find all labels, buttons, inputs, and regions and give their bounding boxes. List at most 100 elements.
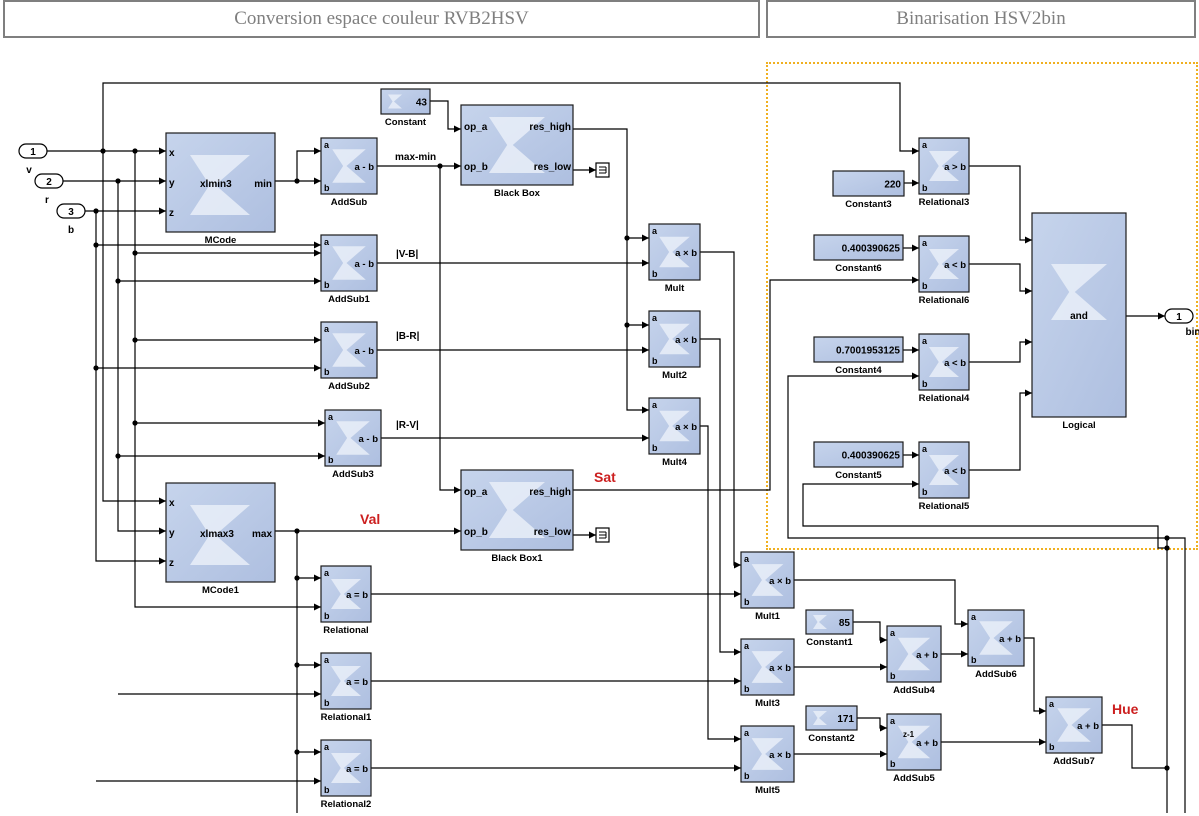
xilinx-logo-icon (331, 753, 361, 783)
operator-label: a - b (354, 259, 374, 270)
constant-value-label: 220 (884, 180, 901, 191)
port-a-label: a (890, 716, 896, 726)
block-name-label: MCode (205, 235, 237, 246)
inport-1[interactable]: 1v (18, 143, 48, 176)
port-a-label: a (652, 313, 658, 323)
port-b-label: b (890, 671, 896, 681)
junction-dot (294, 178, 300, 184)
block-name-label: Mult4 (662, 457, 688, 468)
inport-3[interactable]: 3b (56, 203, 86, 236)
port-label: op_b (464, 527, 488, 538)
section-title-rvb2hsv: Conversion espace couleur RVB2HSV (3, 0, 760, 38)
block-body (740, 638, 795, 696)
constant2-block[interactable]: Constant2 171 (805, 705, 858, 744)
operator-label: a × b (769, 750, 791, 761)
block-name-label: Relational6 (919, 295, 970, 306)
port-a-label: a (890, 628, 896, 638)
block-name-label: Mult5 (755, 785, 781, 796)
port-label: x (169, 148, 175, 159)
port-label: res_low (534, 527, 571, 538)
block-body (648, 310, 701, 368)
delay-label: z-1 (903, 730, 915, 739)
signal-label-val: Val (360, 511, 380, 527)
block-body (918, 333, 970, 391)
junction-dot (132, 337, 138, 343)
block-body (320, 652, 372, 710)
block-name-label: Mult3 (755, 698, 780, 709)
signal-wire (969, 389, 1032, 471)
signal-label-vb: |V-B| (396, 249, 418, 260)
operator-label: a × b (675, 335, 697, 346)
section-title-hsv2bin: Binarisation HSV2bin (766, 0, 1196, 38)
block-body (380, 88, 431, 115)
junction-dot (1164, 535, 1170, 541)
block-body (805, 609, 854, 635)
port-a-label: a (324, 237, 330, 247)
block-name-label: Constant2 (808, 733, 854, 744)
block-name-label: AddSub1 (328, 294, 370, 305)
xilinx-logo-icon (1051, 264, 1107, 320)
signal-wire (700, 425, 741, 743)
block-name-label: Black Box1 (491, 553, 543, 564)
block-body (740, 725, 795, 783)
junction-dot (624, 235, 630, 241)
xilinx-logo-icon (190, 155, 250, 215)
port-label: op_a (464, 122, 488, 133)
block-name-label: Relational (323, 625, 368, 636)
operator-label: a + b (1077, 721, 1099, 732)
constant-value-label: 171 (837, 714, 854, 725)
port-b-label: b (744, 597, 750, 607)
block-body (918, 441, 970, 499)
block-body (648, 223, 701, 281)
port-b-label: b (922, 487, 928, 497)
port-a-label: a (922, 140, 928, 150)
xilinx-logo-icon (897, 637, 931, 671)
inport-2[interactable]: 2r (34, 173, 64, 206)
xilinx-logo-icon (751, 564, 784, 596)
port-b-label: b (1049, 742, 1055, 752)
constant-value-label: 0.400390625 (842, 244, 901, 255)
block-body (918, 137, 970, 195)
port-b-label: b (744, 771, 750, 781)
port-a-label: a (324, 655, 330, 665)
block-body (648, 397, 701, 455)
block-body (324, 409, 382, 467)
block-body (832, 170, 905, 197)
port-label: op_b (464, 162, 488, 173)
signal-wire (1024, 637, 1046, 715)
port-b-label: b (324, 183, 330, 193)
